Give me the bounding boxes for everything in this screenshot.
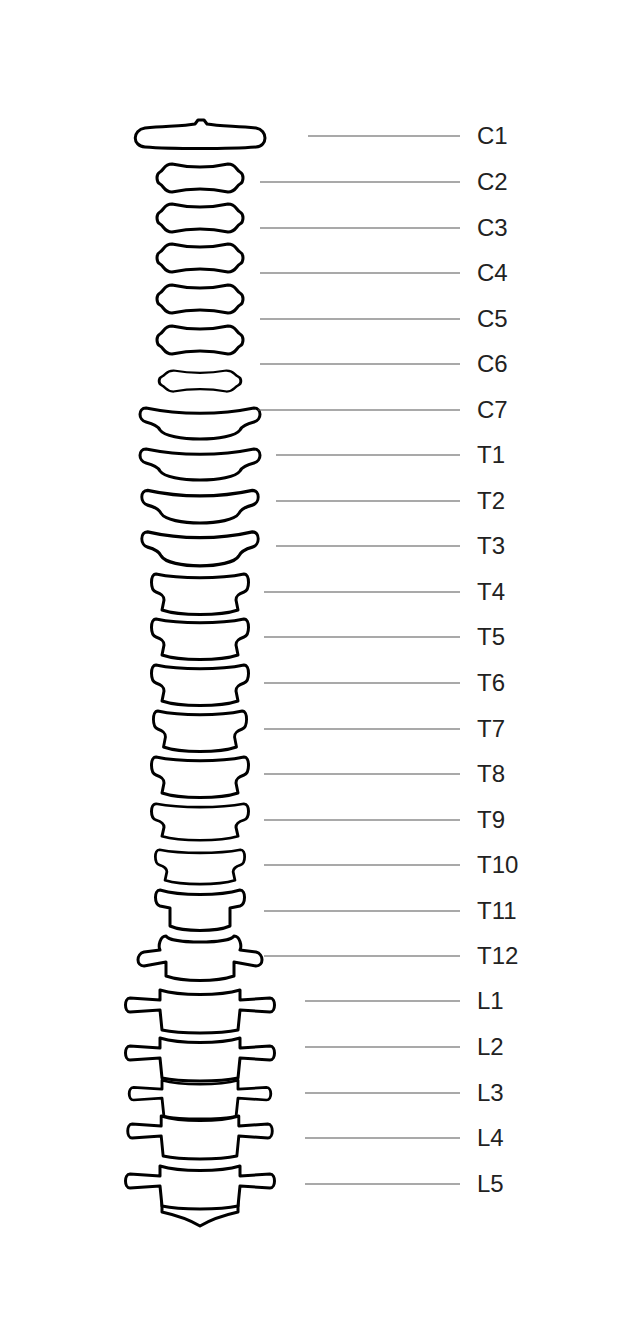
leader-line (264, 728, 460, 729)
cervical-vertebra (159, 371, 241, 392)
lumbar-vertebra (128, 1116, 273, 1159)
leader-line (305, 1183, 460, 1184)
cervical-vertebra (157, 244, 243, 272)
leader-line (264, 955, 460, 956)
level-label: T9 (475, 806, 507, 834)
leader-line (260, 363, 460, 364)
level-label: T5 (475, 623, 507, 651)
level-label: C3 (475, 214, 510, 242)
lumbar-vertebra (129, 1080, 271, 1119)
leader-line (305, 1092, 460, 1093)
cervical-vertebra (157, 164, 243, 192)
thoracic-vertebra (142, 490, 258, 523)
leader-line (258, 409, 460, 410)
level-label: C1 (475, 122, 510, 150)
leader-line (305, 1137, 460, 1138)
thoracic-vertebra (138, 936, 262, 981)
level-label: T1 (475, 441, 507, 469)
level-label: T3 (475, 532, 507, 560)
level-label: T4 (475, 578, 507, 606)
level-label: L4 (475, 1124, 506, 1152)
atlas-vertebra (135, 120, 265, 149)
level-label: T8 (475, 760, 507, 788)
leader-lines (258, 136, 460, 1184)
thoracic-vertebra (140, 449, 260, 480)
level-label: C4 (475, 259, 510, 287)
level-label: T11 (475, 897, 519, 925)
lumbar-vertebra (126, 1166, 275, 1209)
level-label: T2 (475, 487, 507, 515)
leader-line (305, 1046, 460, 1047)
thoracic-vertebra (152, 574, 249, 615)
leader-line (260, 181, 460, 182)
leader-line (264, 591, 460, 592)
cervical-vertebra (157, 326, 243, 354)
thoracic-vertebra (142, 532, 258, 566)
level-label: C2 (475, 168, 510, 196)
thoracic-vertebra (152, 665, 249, 706)
thoracic-vertebra (152, 804, 249, 840)
thoracic-vertebra (152, 757, 249, 798)
leader-line (264, 910, 460, 911)
thoracic-vertebra (153, 711, 246, 752)
leader-line (305, 1000, 460, 1001)
level-label: C5 (475, 305, 510, 333)
leader-line (264, 864, 460, 865)
leader-line (264, 636, 460, 637)
thoracic-vertebra (156, 890, 245, 931)
level-label: T6 (475, 669, 507, 697)
leader-line (264, 682, 460, 683)
leader-line (276, 500, 460, 501)
level-label: C6 (475, 350, 510, 378)
level-label: T12 (475, 942, 520, 970)
cervical-vertebra (157, 285, 243, 313)
leader-line (260, 272, 460, 273)
lumbar-vertebra (126, 990, 275, 1033)
cervical-vertebra (157, 204, 243, 232)
level-label: L3 (475, 1079, 506, 1107)
lumbar-vertebra (126, 1038, 275, 1081)
leader-line (308, 135, 460, 136)
leader-line (264, 819, 460, 820)
level-label: T10 (475, 851, 520, 879)
thoracic-vertebra (140, 408, 260, 439)
level-label: L1 (475, 987, 506, 1015)
level-label: T7 (475, 715, 507, 743)
leader-line (264, 773, 460, 774)
level-label: L2 (475, 1033, 506, 1061)
level-label: C7 (475, 396, 510, 424)
leader-line (276, 545, 460, 546)
level-label: L5 (475, 1170, 506, 1198)
leader-line (276, 454, 460, 455)
thoracic-vertebra (152, 619, 249, 660)
leader-line (260, 227, 460, 228)
leader-line (260, 318, 460, 319)
thoracic-vertebra (155, 850, 244, 884)
